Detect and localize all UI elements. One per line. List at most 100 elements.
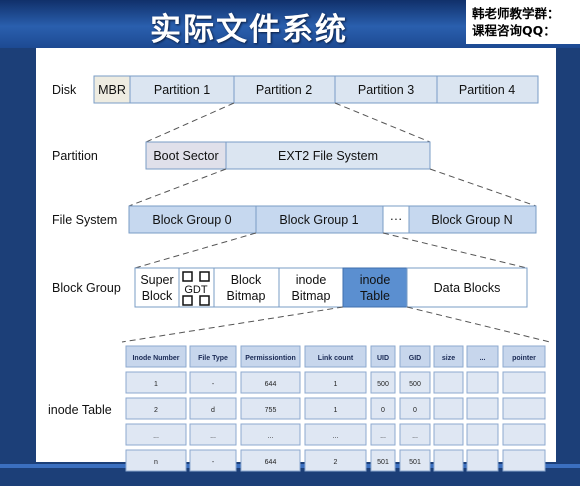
inode-cell [466, 397, 499, 420]
inode-header-text: Permissiontion [245, 355, 296, 362]
inode-cell-text: 644 [265, 381, 277, 388]
slide-header: 实际文件系统 韩老师教学群： 课程咨询QQ： [0, 0, 580, 48]
partition-label: Partition [52, 149, 98, 163]
inode-cell [399, 423, 431, 446]
inode-cell [125, 371, 187, 394]
super-block-line2: Block [142, 289, 173, 303]
inode-header-cell [370, 345, 396, 368]
inode-cell [466, 423, 499, 446]
connector-line [128, 168, 227, 207]
disk-label: Disk [52, 83, 77, 97]
inode-cell-text: 2 [154, 407, 158, 414]
inode-cell [502, 397, 546, 420]
inode-cell [502, 449, 546, 472]
mbr-text: MBR [98, 83, 126, 97]
block-group-0-box [128, 205, 257, 234]
inode-header-text: pointer [512, 355, 536, 362]
connector-line [406, 306, 551, 343]
block-bitmap-line1: Block [231, 273, 262, 287]
inode-header-text: GID [409, 355, 421, 362]
inode-cell [370, 397, 396, 420]
inode-cell-text: d [211, 407, 215, 414]
gdt-box [178, 267, 215, 308]
inode-table-line1: inode [360, 273, 391, 287]
inode-cell-text: 644 [265, 459, 277, 466]
gdt-square-icon [199, 295, 210, 306]
inode-cell-text: ... [412, 433, 418, 440]
inode-cell-text: 500 [377, 381, 389, 388]
inode-table-label: inode Table [48, 403, 112, 417]
inode-header-text: File Type [198, 355, 228, 362]
inode-cell [370, 449, 396, 472]
inode-cell-text: 500 [409, 381, 421, 388]
inode-cell-text: - [212, 459, 215, 466]
inode-cell [399, 397, 431, 420]
inode-bitmap-box [278, 267, 344, 308]
connector-line [121, 306, 344, 343]
inode-cell [240, 371, 301, 394]
ext2-fs-text: EXT2 File System [278, 149, 378, 163]
inode-cell-text: ... [210, 433, 216, 440]
inode-cell [370, 423, 396, 446]
partition-1-box [129, 75, 235, 104]
connector-line [334, 102, 431, 143]
inode-cell [125, 423, 187, 446]
inode-table-box [342, 267, 408, 308]
inode-header-cell [399, 345, 431, 368]
inode-bitmap-line1: inode [296, 273, 327, 287]
inode-cell [240, 423, 301, 446]
inode-table-line2: Table [360, 289, 390, 303]
file-system-label: File System [52, 213, 117, 227]
inode-header-cell [189, 345, 237, 368]
data-blocks-box [406, 267, 528, 308]
gdt-text: GDT [184, 284, 208, 296]
inode-cell [240, 397, 301, 420]
inode-header-text: Link count [318, 355, 354, 362]
block-bitmap-box [213, 267, 280, 308]
inode-cell [304, 423, 367, 446]
partition-3-box [334, 75, 438, 104]
inode-cell [189, 397, 237, 420]
inode-cell-text: n [154, 459, 158, 466]
inode-cell-text: 755 [265, 407, 277, 414]
partition-1-text: Partition 1 [154, 83, 210, 97]
inode-cell [125, 397, 187, 420]
gdt-square-icon [182, 271, 193, 282]
mbr-box [93, 75, 131, 104]
block-group-0-text: Block Group 0 [152, 213, 231, 227]
inode-cell [433, 423, 464, 446]
inode-cell-text: 0 [413, 407, 417, 414]
block-group-1-text: Block Group 1 [279, 213, 358, 227]
ellipsis-text: ··· [390, 212, 403, 226]
inode-cell-text: 1 [154, 381, 158, 388]
inode-cell [399, 371, 431, 394]
gdt-square-icon [182, 295, 193, 306]
note-line-qq: 课程咨询QQ： [472, 23, 556, 38]
super-block-line1: Super [140, 273, 173, 287]
inode-cell-text: - [212, 381, 215, 388]
inode-cell-text: 0 [381, 407, 385, 414]
boot-sector-box [145, 141, 227, 170]
inode-header-text: UID [377, 355, 389, 362]
inode-cell [466, 371, 499, 394]
inode-header-cell [304, 345, 367, 368]
inode-cell-text: ... [333, 433, 339, 440]
data-blocks-text: Data Blocks [434, 281, 501, 295]
inode-header-text: size [442, 355, 455, 362]
inode-cell [433, 371, 464, 394]
partition-2-text: Partition 2 [256, 83, 312, 97]
inode-header-cell [125, 345, 187, 368]
partition-4-box [436, 75, 539, 104]
partition-4-text: Partition 4 [459, 83, 515, 97]
block-group-n-text: Block Group N [431, 213, 512, 227]
inode-cell [304, 371, 367, 394]
block-group-label: Block Group [52, 281, 121, 295]
inode-cell [240, 449, 301, 472]
inode-header-cell [433, 345, 464, 368]
inode-bitmap-line2: Bitmap [292, 289, 331, 303]
inode-cell-text: 501 [377, 459, 389, 466]
inode-cell-text: ... [380, 433, 386, 440]
connector-line [382, 232, 528, 269]
